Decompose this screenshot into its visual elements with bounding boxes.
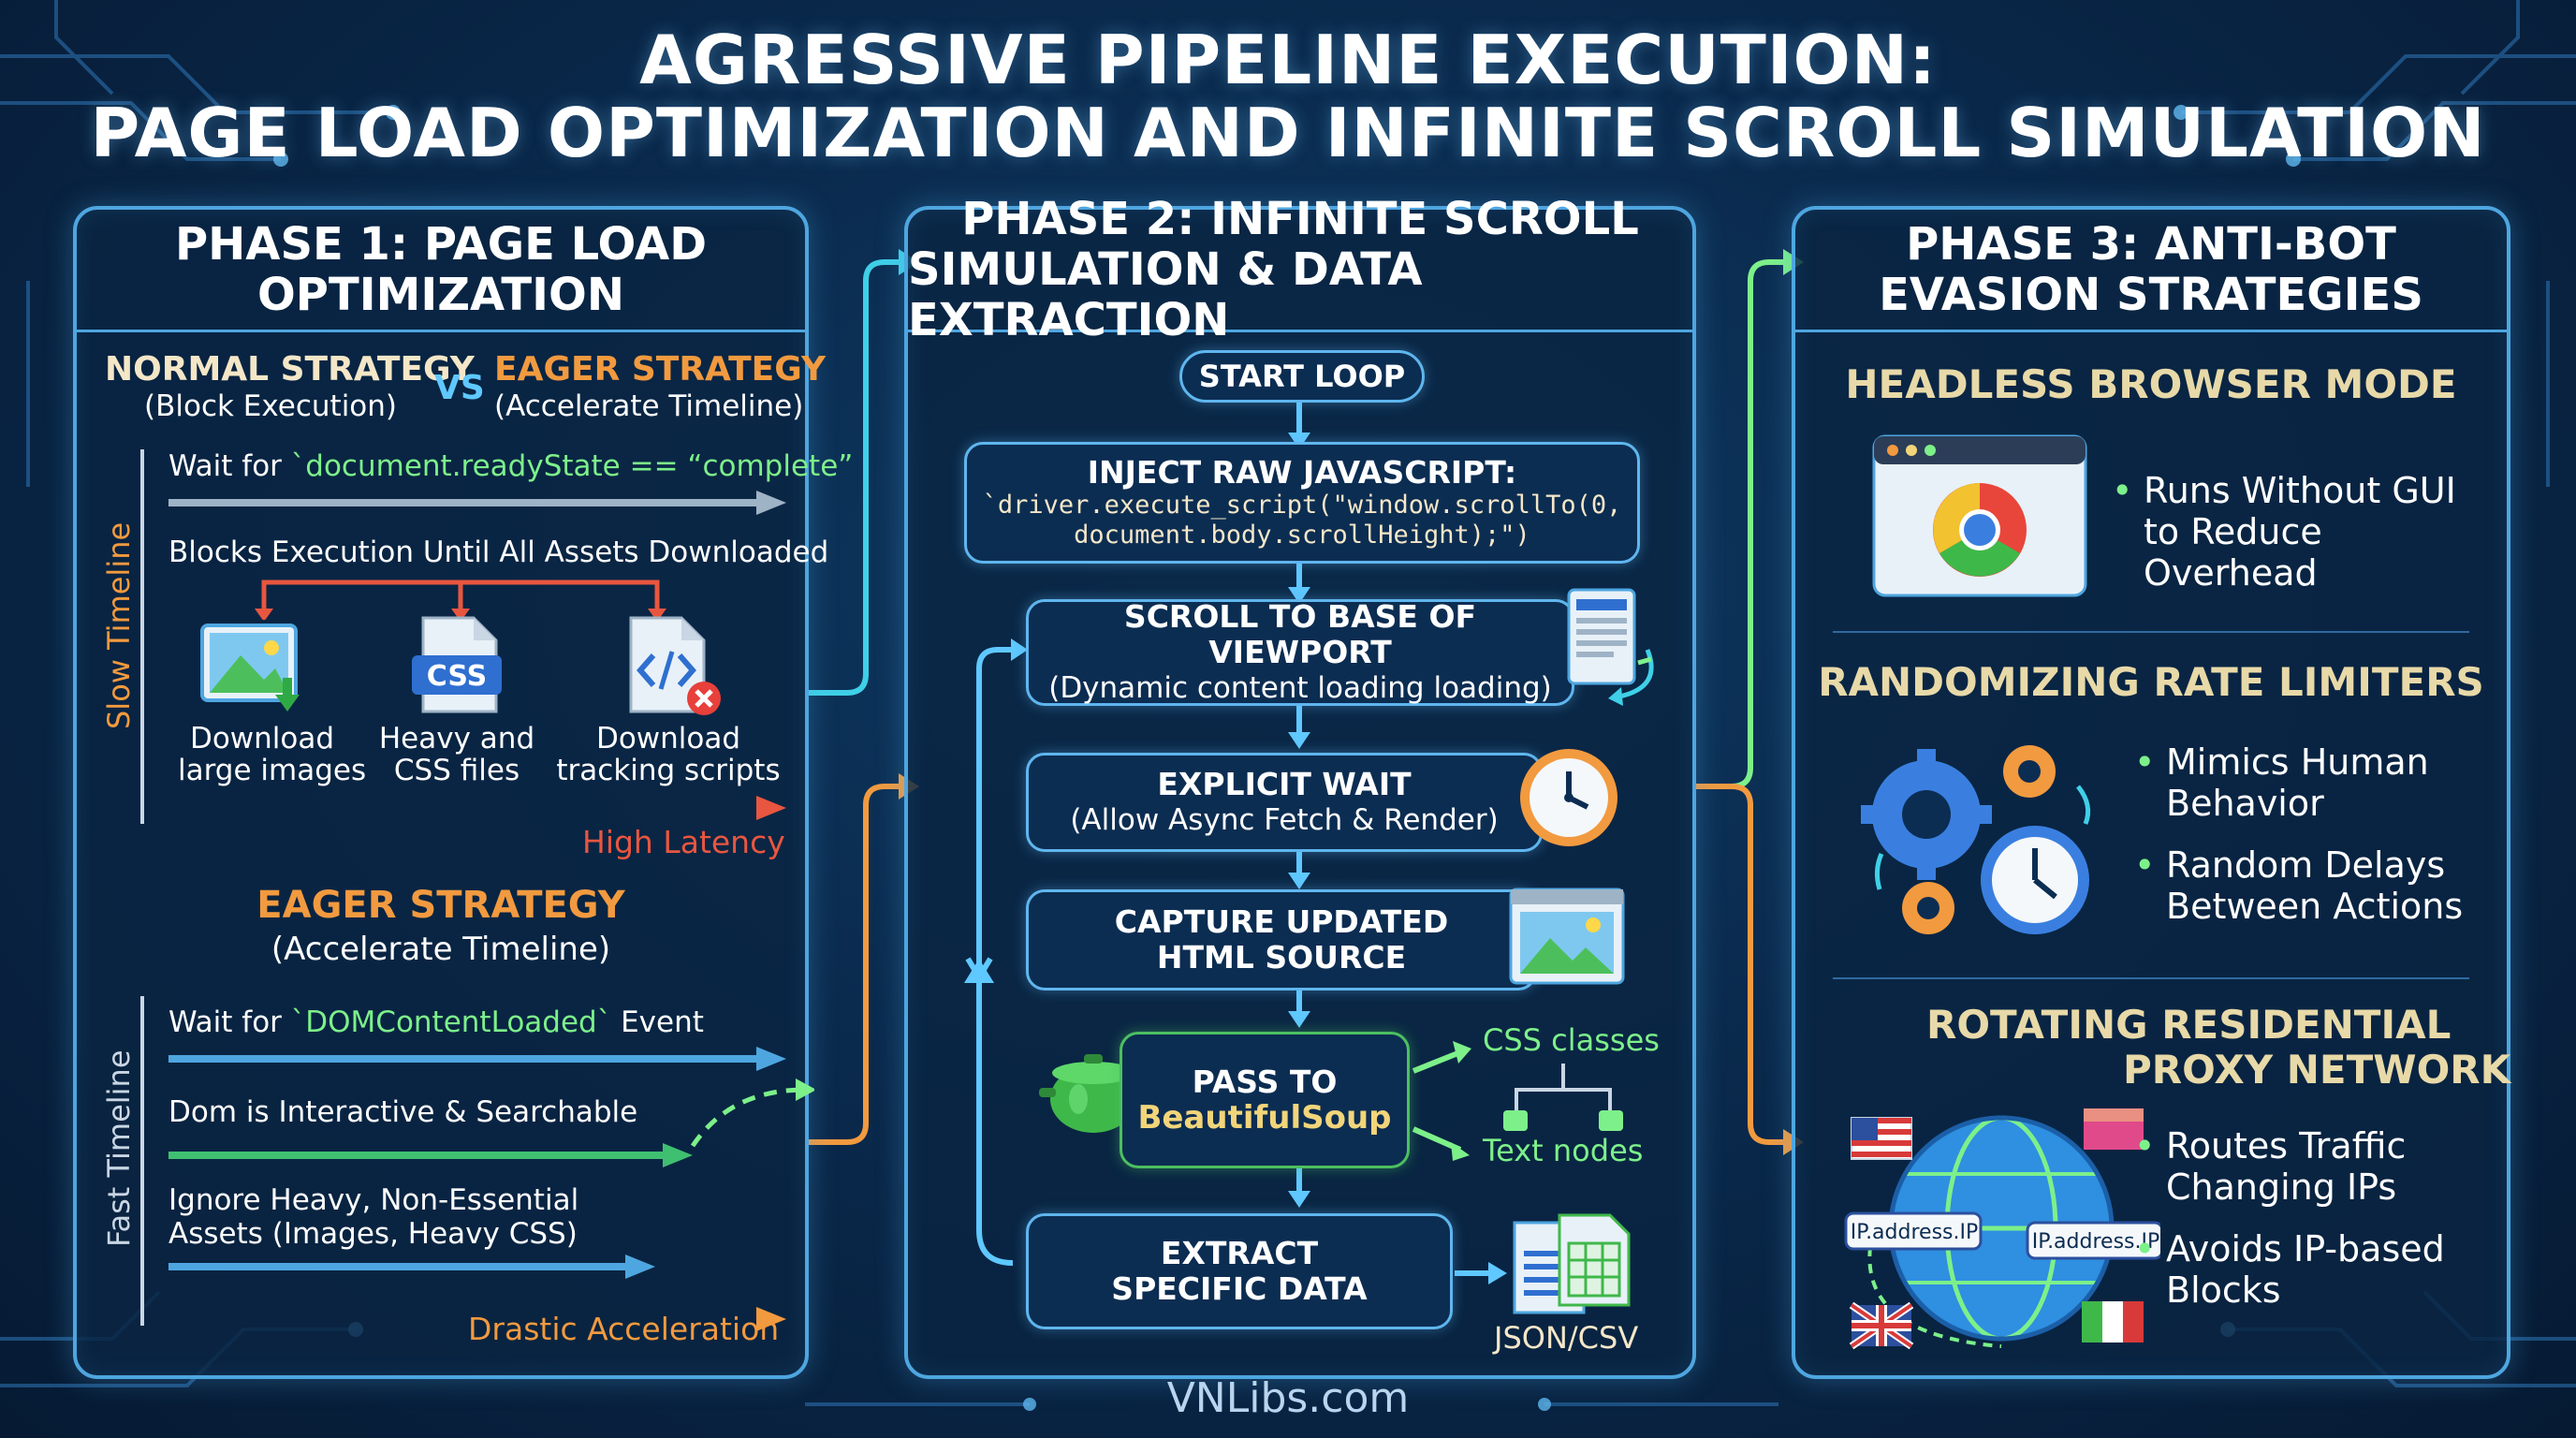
proxy-globe-icon [1844, 1108, 2160, 1350]
inject-code-line1: `driver.execute_script("window.scrollTo(… [982, 491, 1622, 520]
json-csv-label: JSON/CSV [1494, 1320, 1639, 1356]
scroll-viewport-node: SCROLL TO BASE OF VIEWPORT (Dynamic cont… [1026, 599, 1574, 706]
normal-strategy-sub: (Block Execution) [144, 389, 398, 423]
ip-label-1: IP.address.IP [1850, 1221, 1979, 1244]
css-file-icon: CSS [412, 616, 502, 713]
capture-line1: CAPTURE UPDATED [1114, 903, 1449, 940]
capture-line2: HTML SOURCE [1156, 939, 1407, 976]
inject-code-line2: document.body.scrollHeight);") [1074, 521, 1530, 550]
drastic-acceleration-label: Drastic Acceleration [468, 1311, 780, 1347]
divider-2 [1833, 977, 2469, 979]
proxy-title-line1: ROTATING RESIDENTIAL [1926, 1002, 2452, 1048]
eager-strategy-sub: (Accelerate Timeline) [494, 389, 804, 423]
inject-javascript-node: INJECT RAW JAVASCRIPT: `driver.execute_s… [964, 442, 1640, 564]
red-fanout-arrows [255, 580, 666, 620]
dom-interactive-text: Dom is Interactive & Searchable [168, 1095, 638, 1129]
phase1-header: PHASE 1: PAGE LOAD OPTIMIZATION [77, 210, 805, 332]
eager-strategy-2-sub: (Accelerate Timeline) [271, 931, 611, 968]
fast-timeline-label: Fast Timeline [101, 1049, 137, 1247]
phase3-title-line1: PHASE 3: ANTI-BOT [1906, 218, 2396, 271]
dom-interactive-arrows [168, 1078, 814, 1167]
extract-line2: SPECIFIC DATA [1111, 1270, 1368, 1307]
vs-label: VS [434, 369, 485, 407]
beautifulsoup-node: PASS TO BeautifulSoup [1120, 1032, 1410, 1168]
wait-title: EXPLICIT WAIT [1157, 766, 1412, 802]
extract-line1: EXTRACT [1160, 1235, 1319, 1271]
fast-timeline-axis [140, 996, 144, 1326]
ready-state-code: `document.readyState == “complete” [290, 449, 854, 483]
wait-arrow [168, 491, 786, 515]
soup-pot-icon [1039, 1054, 1148, 1133]
html-source-image-icon [1509, 888, 1625, 985]
title-line-2: PAGE LOAD OPTIMIZATION AND INFINITE SCRO… [90, 94, 2486, 172]
pass-line2: BeautifulSoup [1137, 1099, 1392, 1137]
phase1-panel: PHASE 1: PAGE LOAD OPTIMIZATION NORMAL S… [73, 206, 853, 1379]
drastic-acceleration-arrow [168, 1307, 786, 1331]
scroll-sub: (Dynamic content loading loading) [1048, 671, 1552, 705]
eager-strategy-title: EAGER STRATEGY [494, 350, 827, 389]
phase1-title-line2: OPTIMIZATION [256, 269, 624, 321]
scroll-title: SCROLL TO BASE OF VIEWPORT [1123, 598, 1477, 670]
gears-clock-icon [1861, 745, 2091, 934]
phase2-title-line2: SIMULATION & DATA EXTRACTION [908, 243, 1423, 346]
capture-html-node: CAPTURE UPDATED HTML SOURCE [1026, 889, 1537, 990]
blocks-execution-text: Blocks Execution Until All Assets Downlo… [168, 536, 829, 569]
slow-timeline-axis [140, 449, 144, 824]
wait-sub: (Allow Async Fetch & Render) [1070, 803, 1499, 837]
dom-event-arrow [168, 1047, 786, 1071]
explicit-wait-node: EXPLICIT WAIT (Allow Async Fetch & Rende… [1026, 753, 1543, 852]
text-nodes-label: Text nodes [1483, 1133, 1644, 1168]
normal-strategy-title: NORMAL STRATEGY [105, 350, 475, 389]
wait-domcontentloaded-text: Wait for `DOMContentLoaded` Event [168, 1005, 704, 1039]
title-line-1: AGRESSIVE PIPELINE EXECUTION: [639, 21, 1937, 99]
high-latency-arrow [168, 796, 786, 820]
rate-limiter-title: RANDOMIZING RATE LIMITERS [1818, 659, 2484, 705]
ignore-assets-arrow [168, 1255, 655, 1279]
clock-icon [1520, 749, 1617, 846]
phase3-panel: PHASE 3: ANTI-BOT EVASION STRATEGIES HEA… [1792, 206, 2510, 1379]
divider-1 [1833, 631, 2469, 633]
extract-data-node: EXTRACT SPECIFIC DATA [1026, 1213, 1453, 1329]
pass-line1: PASS TO [1192, 1064, 1338, 1100]
domcontentloaded-code: `DOMContentLoaded` [290, 1005, 612, 1039]
phase3-title-line2: EVASION STRATEGIES [1879, 269, 2423, 321]
start-loop-label: START LOOP [1198, 359, 1406, 394]
css-badge-text: CSS [427, 660, 487, 693]
wait-ready-state-text: Wait for `document.readyState == “comple… [168, 449, 854, 483]
json-csv-files-icon [1513, 1213, 1631, 1314]
phase2-header: PHASE 2: INFINITE SCROLL SIMULATION & DA… [908, 194, 1692, 345]
headless-title: HEADLESS BROWSER MODE [1845, 361, 2457, 407]
high-latency-label: High Latency [582, 824, 785, 860]
flow-arrows [964, 397, 1623, 1284]
phase2-panel: PHASE 2: INFINITE SCROLL SIMULATION & DA… [904, 194, 1696, 1379]
image-download-icon [200, 624, 300, 712]
css-classes-label: CSS classes [1483, 1022, 1660, 1058]
script-file-icon [629, 616, 721, 715]
proxy-title-line2: PROXY NETWORK [2123, 1047, 2511, 1093]
eager-strategy-2-title: EAGER STRATEGY [256, 884, 625, 927]
slow-timeline-label: Slow Timeline [101, 521, 137, 729]
scroll-page-icon [1567, 588, 1654, 706]
footer-brand: VNLibs.com [1166, 1374, 1410, 1422]
start-loop-node: START LOOP [1179, 350, 1425, 403]
phase1-title-line1: PHASE 1: PAGE LOAD [174, 218, 708, 271]
phase2-title-line1: PHASE 2: INFINITE SCROLL [961, 193, 1639, 245]
inject-title: INJECT RAW JAVASCRIPT: [1087, 454, 1517, 491]
phase3-header: PHASE 3: ANTI-BOT EVASION STRATEGIES [1795, 210, 2507, 332]
headless-browser-chrome-icon [1872, 434, 2087, 597]
